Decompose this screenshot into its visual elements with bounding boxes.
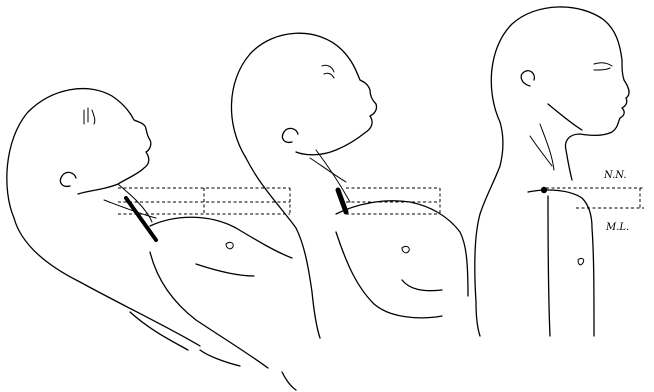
left-neck-front [118,184,152,222]
left-nipple [226,242,233,248]
right-nipple [578,258,584,264]
left-back-lower [130,312,240,366]
left-lower-line [282,372,296,390]
middle-back-line [246,158,320,338]
middle-arm [336,232,442,318]
right-ear [521,71,534,86]
figure-middle [231,33,468,338]
right-eye [594,63,612,70]
middle-head-outline [231,33,376,158]
left-chest [150,217,292,258]
left-eye [84,108,95,124]
middle-ear [282,128,298,142]
right-back-line [475,122,503,336]
middle-pec [402,280,442,291]
middle-eye [322,65,334,78]
left-arm [150,252,268,368]
left-marker-bar [126,198,156,240]
middle-neck-front [316,150,350,202]
figure-left [7,89,296,390]
left-ear [60,172,76,186]
left-level-box [118,188,290,214]
left-pec [196,264,254,276]
left-head-outline [7,89,151,218]
left-back-line [14,218,200,346]
right-neck-line [530,136,552,166]
middle-neck-line [310,158,346,182]
middle-nipple [402,246,409,252]
right-jaw [548,104,582,130]
label-lower: M.L. [605,222,629,233]
right-head-outline [491,7,629,180]
label-upper: N.N. [603,170,627,181]
right-neck-front [540,124,554,170]
right-shoulder-line [528,190,594,336]
right-front-body [548,196,550,336]
